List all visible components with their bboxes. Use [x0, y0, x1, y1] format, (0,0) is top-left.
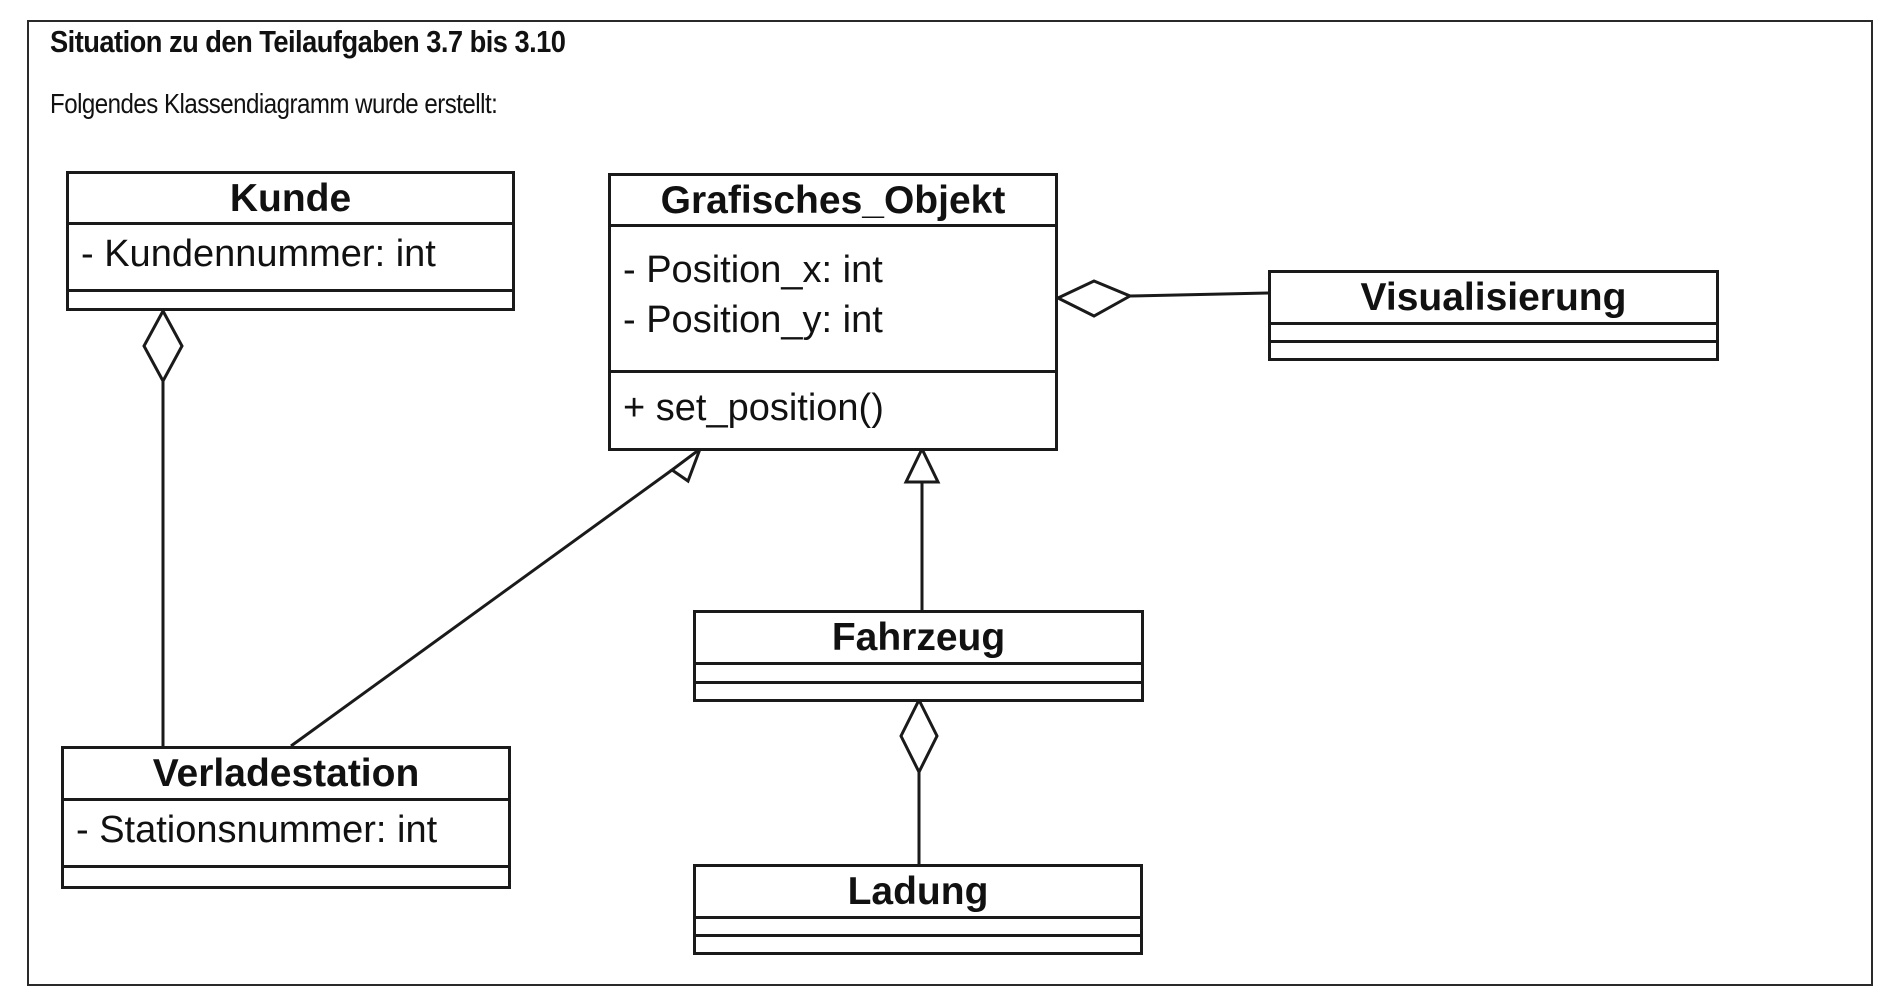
class-attributes: - Stationsnummer: int	[64, 801, 508, 868]
class-visualisierung[interactable]: Visualisierung	[1268, 270, 1719, 361]
class-name: Visualisierung	[1271, 273, 1716, 325]
class-grafisches-objekt[interactable]: Grafisches_Objekt - Position_x: int - Po…	[608, 173, 1058, 451]
class-kunde[interactable]: Kunde - Kundennummer: int	[66, 171, 515, 311]
attribute: - Position_y: int	[623, 299, 883, 341]
attribute: - Kundennummer: int	[81, 233, 436, 275]
intro-text: Folgendes Klassendiagramm wurde erstellt…	[50, 88, 498, 119]
class-operations	[696, 684, 1141, 700]
task-frame	[27, 20, 1873, 986]
class-operations	[1271, 343, 1716, 358]
class-attributes: - Position_x: int - Position_y: int	[611, 227, 1055, 373]
attribute: - Position_x: int	[623, 249, 883, 291]
class-name: Fahrzeug	[696, 613, 1141, 665]
class-name: Ladung	[696, 867, 1140, 919]
class-name: Verladestation	[64, 749, 508, 801]
class-fahrzeug[interactable]: Fahrzeug	[693, 610, 1144, 702]
class-verladestation[interactable]: Verladestation - Stationsnummer: int	[61, 746, 511, 889]
class-operations: + set_position()	[611, 373, 1055, 448]
class-attributes: - Kundennummer: int	[69, 225, 512, 292]
class-name: Kunde	[69, 174, 512, 225]
class-operations	[696, 937, 1140, 952]
class-name: Grafisches_Objekt	[611, 176, 1055, 227]
operation: + set_position()	[623, 387, 884, 429]
class-attributes	[696, 665, 1141, 684]
class-ladung[interactable]: Ladung	[693, 864, 1143, 955]
class-attributes	[1271, 325, 1716, 343]
situation-heading: Situation zu den Teilaufgaben 3.7 bis 3.…	[50, 24, 566, 59]
class-attributes	[696, 919, 1140, 937]
class-operations	[69, 292, 512, 308]
attribute: - Stationsnummer: int	[76, 809, 438, 851]
class-operations	[64, 868, 508, 886]
